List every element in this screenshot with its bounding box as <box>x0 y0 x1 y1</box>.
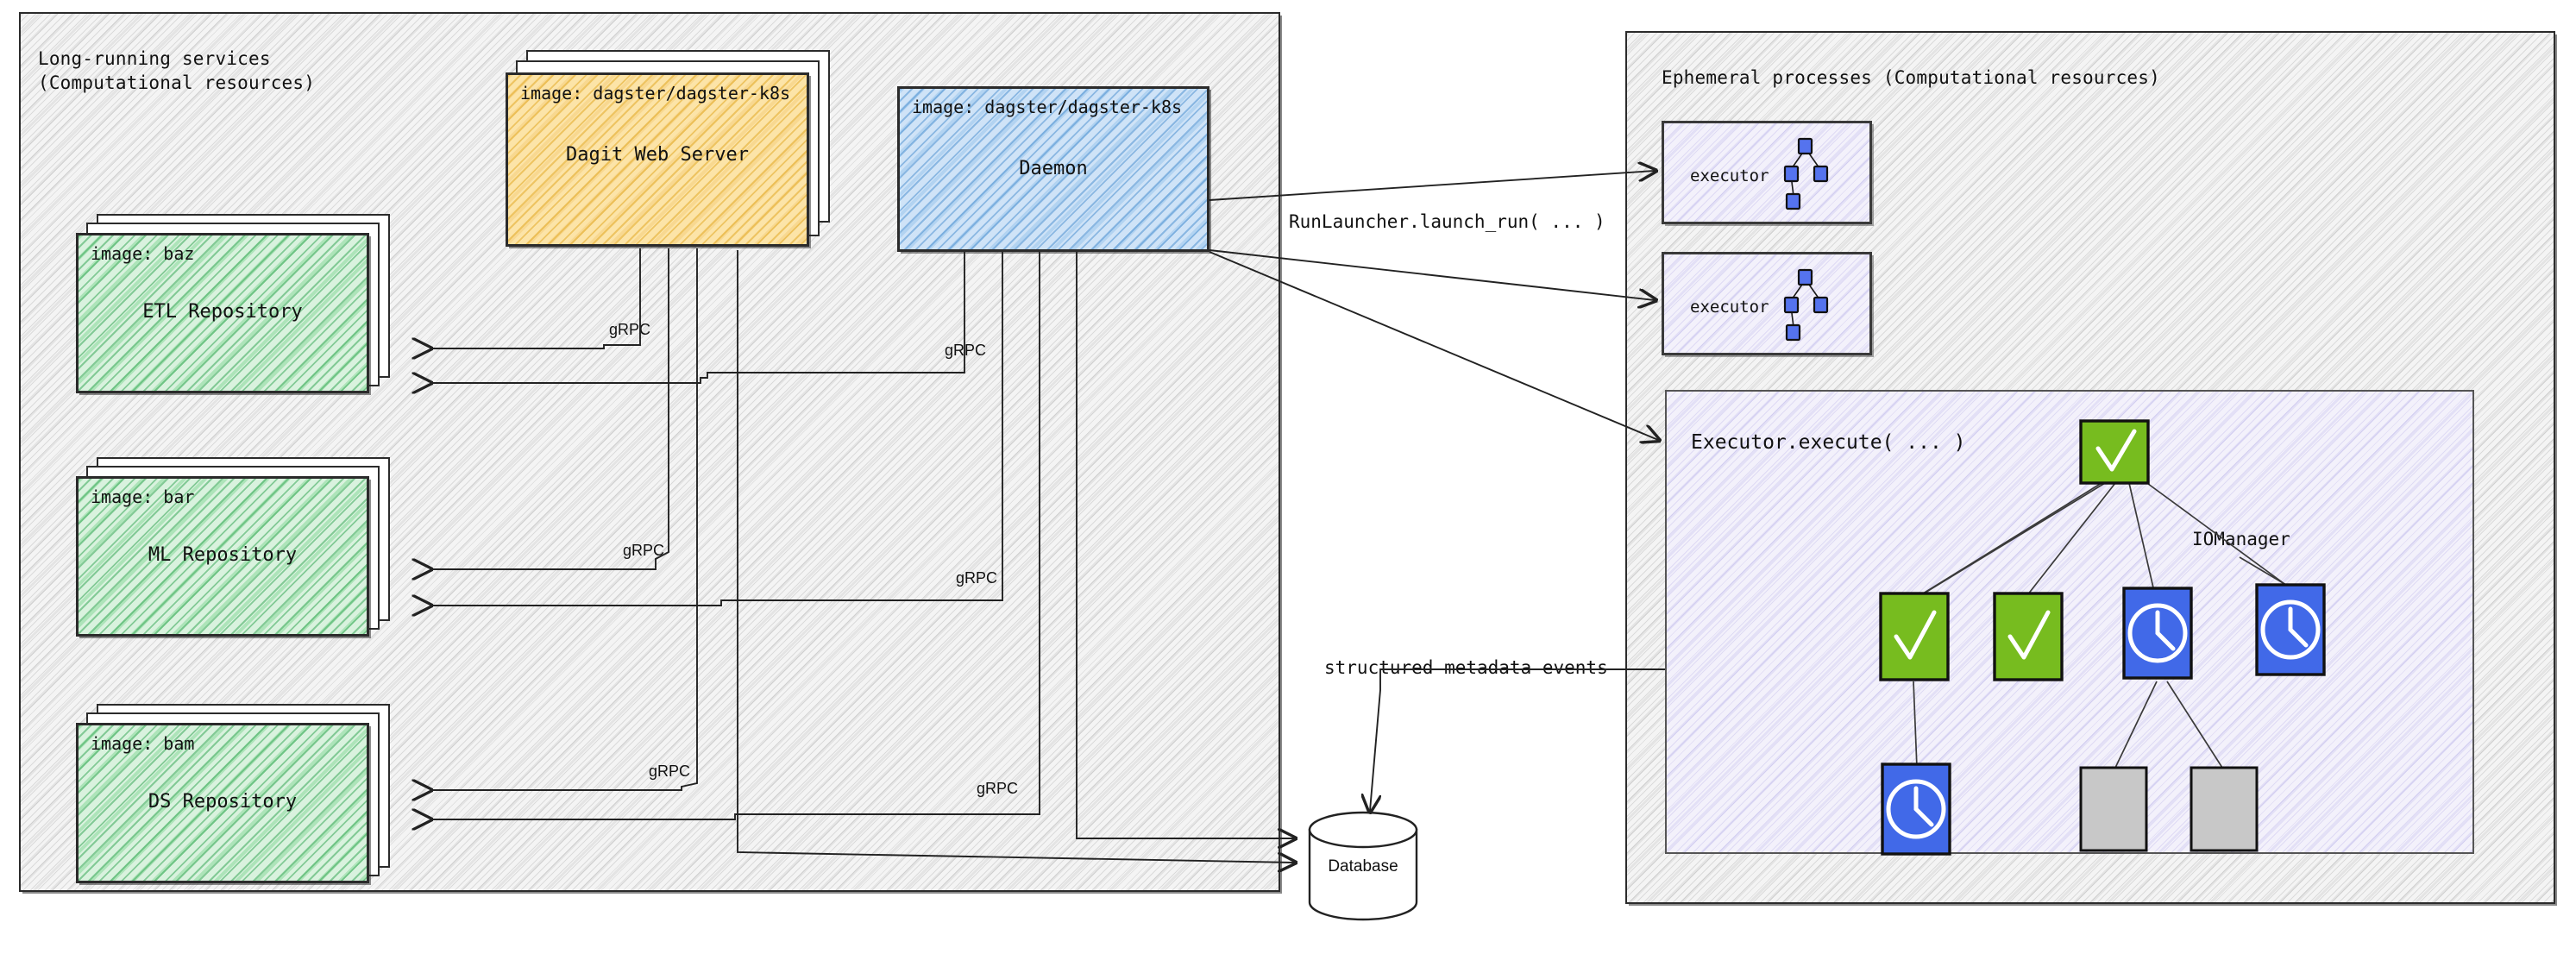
repository-card-ml[interactable]: image: bar ML Repository <box>76 457 404 647</box>
repository-name-label: ETL Repository <box>142 301 303 323</box>
repository-image-label: image: bam <box>91 733 195 754</box>
database-label: Database <box>1328 857 1398 876</box>
card-front: image: baz ETL Repository <box>76 233 369 393</box>
executor-label: executor <box>1690 166 1769 185</box>
grpc-label-1: gRPC <box>609 321 651 338</box>
repository-image-label: image: bar <box>91 486 195 507</box>
database-cylinder[interactable]: Database <box>1304 811 1422 921</box>
daemon-name-label: Daemon <box>1019 158 1088 179</box>
ephemeral-processes-title: Ephemeral processes (Computational resou… <box>1662 67 2160 88</box>
card-front: image: bam DS Repository <box>76 723 369 883</box>
executor-box-2[interactable]: executor <box>1662 252 1872 355</box>
iomanager-label: IOManager <box>2192 529 2290 549</box>
card-front: image: dagster/dagster-k8s Dagit Web Ser… <box>506 72 809 247</box>
long-running-services-title: Long-running services (Computational res… <box>38 48 316 94</box>
metadata-events-label: structured metadata events <box>1324 657 1608 678</box>
executor-execute-title: Executor.execute( ... ) <box>1691 431 1966 454</box>
grpc-label-5: gRPC <box>649 763 691 780</box>
repository-name-label: ML Repository <box>148 544 298 566</box>
repository-card-etl[interactable]: image: baz ETL Repository <box>76 214 404 404</box>
grpc-label-2: gRPC <box>945 342 987 359</box>
executor-execute-panel <box>1665 390 2474 854</box>
dagit-image-label: image: dagster/dagster-k8s <box>520 83 791 104</box>
dagit-name-label: Dagit Web Server <box>566 144 749 166</box>
daemon-box[interactable]: image: dagster/dagster-k8s Daemon <box>897 86 1209 252</box>
executor-box-1[interactable]: executor <box>1662 121 1872 224</box>
repository-image-label: image: baz <box>91 243 195 264</box>
run-launcher-label: RunLauncher.launch_run( ... ) <box>1289 211 1605 232</box>
grpc-label-3: gRPC <box>623 542 665 559</box>
dagit-web-server-card[interactable]: image: dagster/dagster-k8s Dagit Web Ser… <box>506 50 833 250</box>
repository-name-label: DS Repository <box>148 791 298 813</box>
executor-label: executor <box>1690 298 1769 317</box>
grpc-label-4: gRPC <box>956 569 998 587</box>
card-front: image: bar ML Repository <box>76 476 369 637</box>
repository-card-ds[interactable]: image: bam DS Repository <box>76 704 404 894</box>
daemon-image-label: image: dagster/dagster-k8s <box>912 97 1183 117</box>
grpc-label-6: gRPC <box>977 780 1019 797</box>
